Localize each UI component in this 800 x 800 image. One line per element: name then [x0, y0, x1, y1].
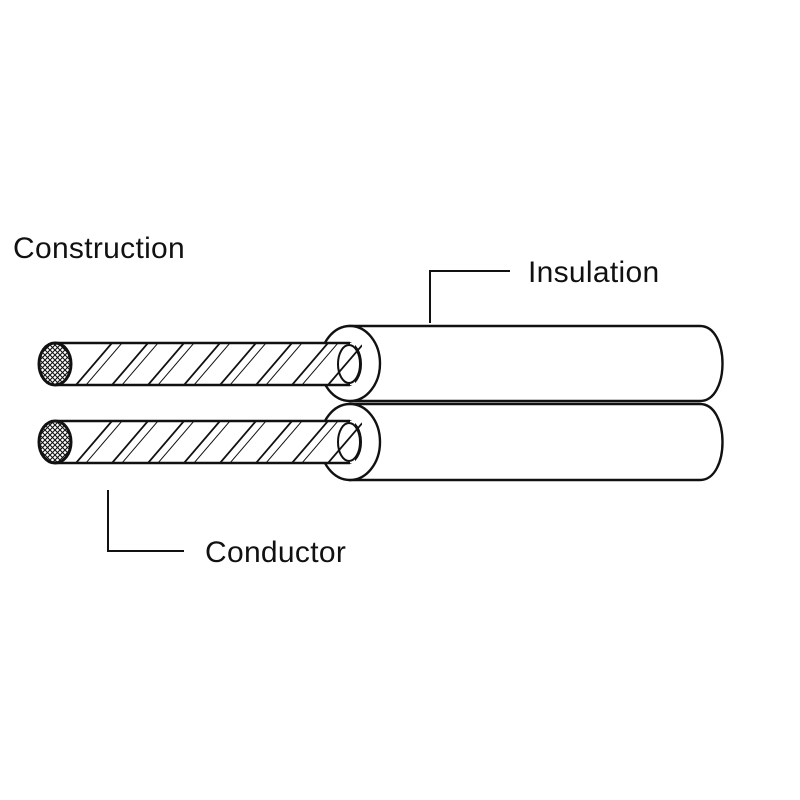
- conductor-leader-line: [107, 490, 184, 552]
- conductor-top: [37, 341, 362, 387]
- conductor-label: Conductor: [205, 536, 347, 569]
- diagram-title: Construction: [13, 232, 186, 265]
- insulation-label: Insulation: [528, 256, 660, 289]
- conductor-bottom: [37, 419, 362, 465]
- insulation-leader-line: [429, 270, 510, 323]
- insulation-top: [318, 324, 724, 403]
- insulation-bottom: [318, 402, 724, 482]
